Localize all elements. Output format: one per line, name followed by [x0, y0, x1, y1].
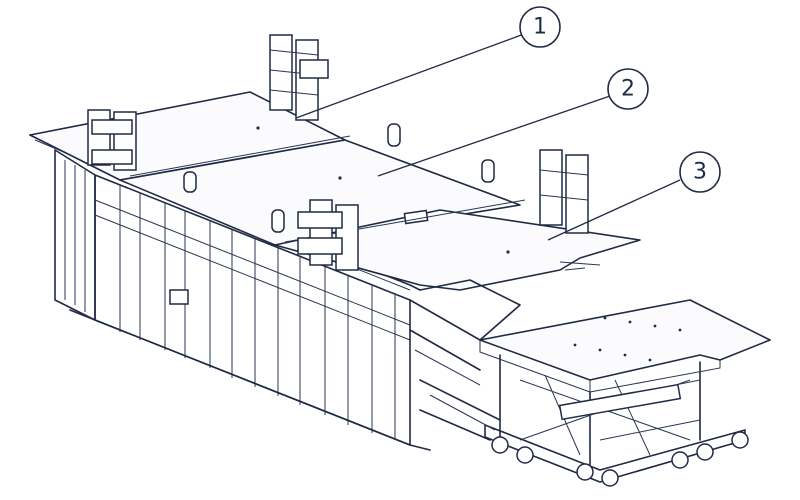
lifting-post-center — [297, 199, 359, 271]
top-plate-3 — [274, 209, 641, 291]
transfer-trolley — [479, 299, 771, 487]
lifting-post-left — [87, 109, 137, 171]
callout-3: 3 — [547, 151, 721, 241]
guide-rails — [409, 279, 521, 441]
callout-2-label: 2 — [621, 77, 635, 102]
callout-1-label: 1 — [533, 15, 547, 40]
callout-1: 1 — [295, 6, 561, 119]
callout-3-label: 3 — [693, 160, 707, 185]
callout-2: 2 — [377, 68, 649, 177]
lifting-eyes — [183, 123, 495, 233]
lifting-post-right — [539, 149, 589, 234]
lifting-post-rear — [269, 34, 329, 121]
